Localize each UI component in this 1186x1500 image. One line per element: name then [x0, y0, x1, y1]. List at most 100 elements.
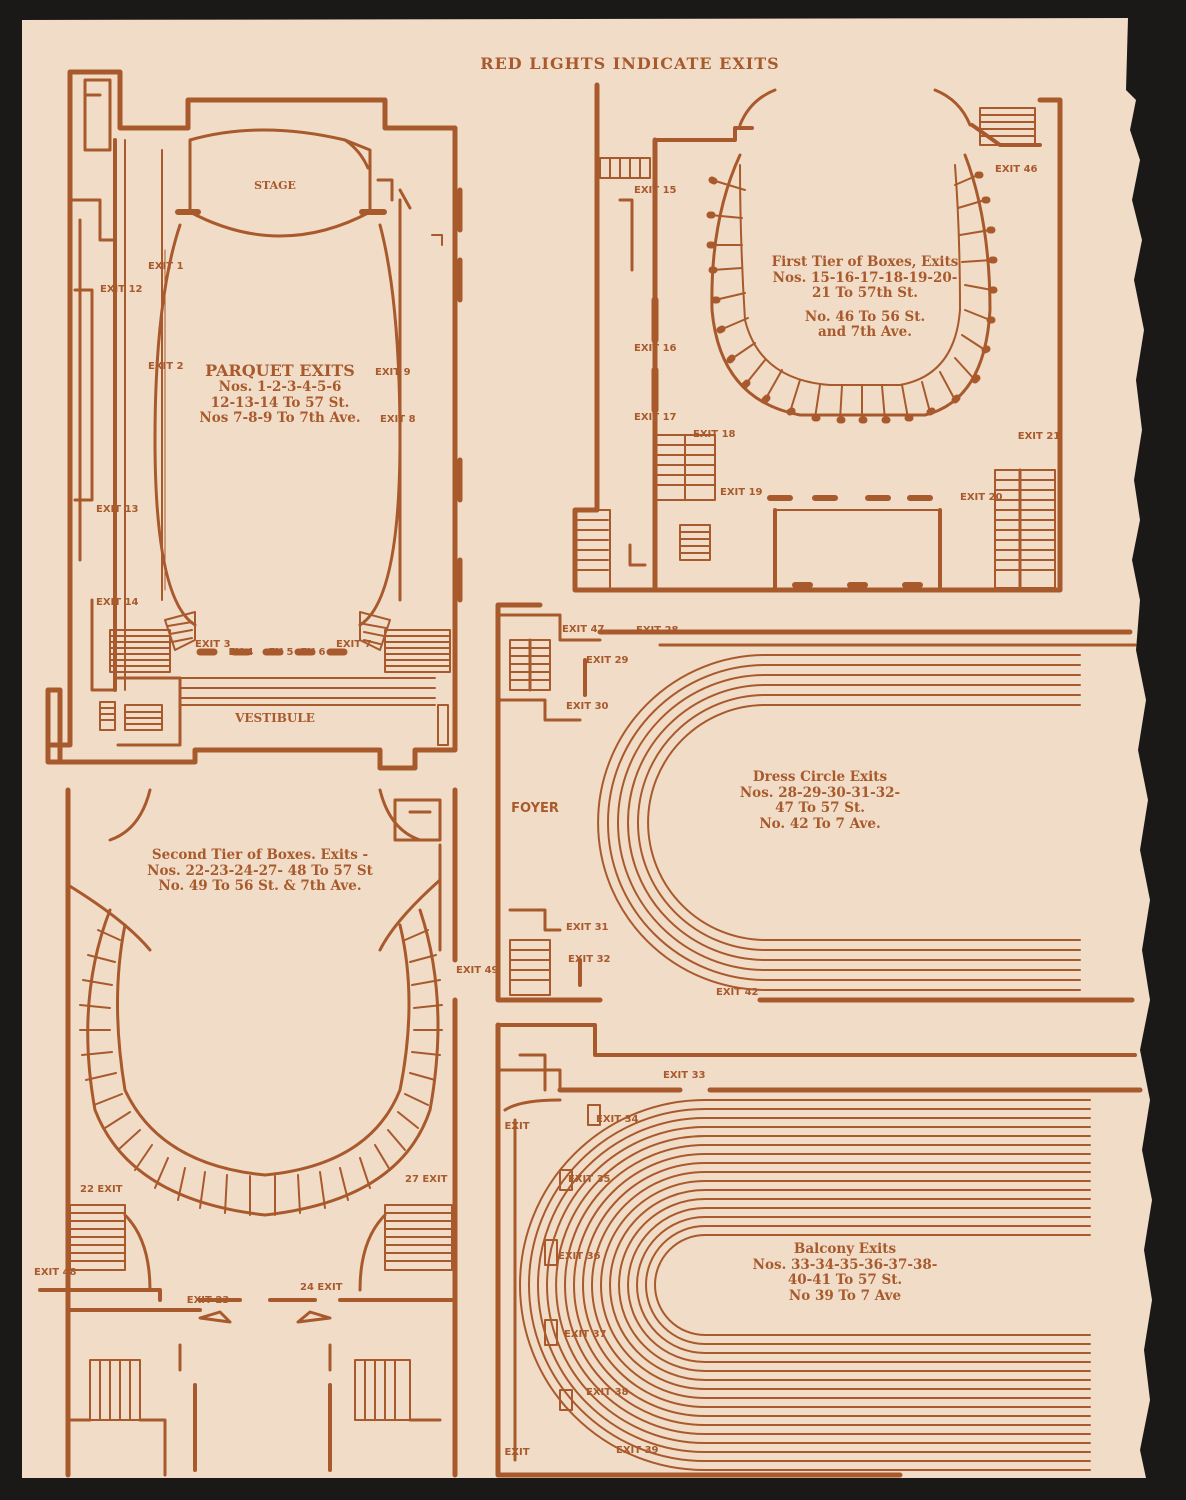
balcony-row-11	[609, 1189, 1091, 1381]
balcony-row-2	[528, 1108, 1091, 1462]
exit-17-label: EXIT 17	[634, 412, 677, 423]
exit-32-label: EXIT 32	[568, 954, 611, 965]
exit-21-label: EXIT 21	[1017, 431, 1061, 442]
exit-36-label: EXIT 36	[558, 1251, 601, 1262]
dress-circle-caption-line-3: 47 To 57 St.	[775, 800, 865, 817]
exit-16-label: EXIT 16	[634, 343, 677, 354]
balcony-row-13	[627, 1207, 1091, 1363]
balcony-caption-line-3: 40-41 To 57 St.	[787, 1272, 903, 1289]
second-tier-caption: Second Tier of Boxes. Exits - Nos. 22-23…	[120, 847, 400, 895]
page-title: RED LIGHTS INDICATE EXITS	[480, 54, 780, 73]
dress-circle-row-4	[627, 684, 1081, 961]
balcony-row-12	[618, 1198, 1091, 1372]
balcony-caption-line-1: Balcony Exits	[793, 1241, 897, 1257]
balcony-row-15	[645, 1225, 1091, 1345]
first-tier-caption-line-3: 21 To 57th St.	[812, 285, 918, 302]
first-tier-caption: First Tier of Boxes, Exits Nos. 15-16-17…	[750, 254, 980, 341]
dress-circle-row-1	[597, 654, 1081, 991]
balcony-row-5	[555, 1135, 1091, 1435]
exit-22-label: 22 EXIT	[80, 1184, 123, 1195]
exit-47-label: EXIT 47	[562, 624, 605, 635]
first-tier-caption-line-4: No. 46 To 56 St.	[804, 308, 926, 325]
foyer-label: FOYER	[511, 801, 559, 816]
parquet-plan	[45, 69, 463, 771]
exit-4-label: EX 4	[228, 647, 254, 658]
exit-5-label: EX 5	[268, 647, 294, 658]
balcony-row-9	[591, 1171, 1091, 1399]
balcony-row-3	[537, 1117, 1091, 1453]
parquet-caption-line-3: 12-13-14 To 57 St.	[210, 394, 350, 411]
dress-circle-row-2	[607, 664, 1081, 981]
balcony-row-6	[564, 1144, 1091, 1426]
exit-38-label: EXIT 38	[586, 1387, 629, 1398]
exit-13-label: EXIT 13	[96, 504, 139, 515]
exit-42-label: EXIT 42	[716, 987, 759, 998]
first-tier-caption-line-2: Nos. 15-16-17-18-19-20-	[772, 269, 958, 286]
balcony-row-4	[546, 1126, 1091, 1444]
exit-28-label: EXIT 28	[636, 625, 679, 636]
exit-8-label: EXIT 8	[380, 414, 416, 425]
dress-circle-row-5	[637, 694, 1081, 951]
exit-18-label: EXIT 18	[693, 429, 736, 440]
parquet-exits-caption: PARQUET EXITS Nos. 1-2-3-4-5-6 12-13-14 …	[170, 361, 390, 427]
exit-24-label: 24 EXIT	[300, 1282, 343, 1293]
first-tier-plan	[572, 82, 1063, 593]
balcony-rows	[519, 1099, 1091, 1471]
dress-circle-plan	[495, 602, 1137, 1003]
exit-48-label: EXIT 48	[34, 1267, 77, 1278]
exit-7-label: EXIT 7	[336, 639, 372, 650]
exit-30-label: EXIT 30	[566, 701, 609, 712]
balcony-row-8	[582, 1162, 1091, 1408]
dress-circle-rows	[597, 654, 1081, 991]
dress-circle-caption-line-1: Dress Circle Exits	[752, 769, 888, 785]
second-tier-plan	[38, 787, 458, 1478]
dress-circle-row-6	[647, 704, 1081, 941]
exit-27-label: 27 EXIT	[405, 1174, 448, 1185]
exit-35-label: EXIT 35	[568, 1174, 611, 1185]
balcony-caption: Balcony Exits Nos. 33-34-35-36-37-38- 40…	[735, 1241, 955, 1304]
exit-39-label: EXIT 39	[616, 1445, 659, 1456]
balcony-caption-line-2: Nos. 33-34-35-36-37-38-	[752, 1256, 938, 1273]
dress-circle-row-3	[617, 674, 1081, 971]
second-tier-caption-line-2: Nos. 22-23-24-27- 48 To 57 St	[147, 862, 373, 879]
exit-2-label: EXIT 2	[148, 361, 184, 372]
exit-49-label: EXIT 49	[456, 965, 499, 976]
parquet-caption-line-1: PARQUET EXITS	[205, 361, 355, 380]
balcony-row-1	[519, 1099, 1091, 1471]
exit-29-label: EXIT 29	[586, 655, 629, 666]
exit-40-label: EXIT	[504, 1121, 530, 1132]
exit-37-label: EXIT 37	[564, 1329, 607, 1340]
exit-12-label: EXIT 12	[100, 284, 143, 295]
first-tier-caption-line-5: and 7th Ave.	[818, 324, 912, 341]
exit-9-label: EXIT 9	[375, 367, 411, 378]
dress-circle-caption-line-2: Nos. 28-29-30-31-32-	[739, 784, 901, 801]
exit-23-label: EXIT 23	[186, 1295, 230, 1306]
parquet-caption-line-4: Nos 7-8-9 To 7th Ave.	[199, 410, 361, 427]
balcony-row-10	[600, 1180, 1091, 1390]
exit-46-label: EXIT 46	[995, 164, 1038, 175]
dress-circle-caption-line-4: No. 42 To 7 Ave.	[759, 815, 881, 832]
first-tier-caption-line-1: First Tier of Boxes, Exits	[771, 254, 959, 270]
second-tier-caption-line-1: Second Tier of Boxes. Exits -	[151, 847, 369, 863]
exit-14-label: EXIT 14	[96, 597, 139, 608]
balcony-row-14	[636, 1216, 1091, 1354]
balcony-row-16	[654, 1234, 1091, 1336]
balcony-plan	[495, 1022, 1143, 1478]
vestibule-label: VESTIBULE	[235, 711, 315, 725]
balcony-row-7	[573, 1153, 1091, 1417]
dress-circle-caption: Dress Circle Exits Nos. 28-29-30-31-32- …	[720, 769, 920, 832]
exit-19-label: EXIT 19	[720, 487, 763, 498]
exit-33-label: EXIT 33	[663, 1070, 706, 1081]
balcony-caption-line-4: No 39 To 7 Ave	[788, 1287, 902, 1304]
exit-34-label: EXIT 34	[596, 1114, 639, 1125]
exit-20-label: EXIT 20	[960, 492, 1003, 503]
exit-3-label: EXIT 3	[195, 639, 231, 650]
exit-41-label: EXIT	[504, 1447, 530, 1458]
exit-31-label: EXIT 31	[566, 922, 609, 933]
exit-1-label: EXIT 1	[148, 261, 184, 272]
parquet-caption-line-2: Nos. 1-2-3-4-5-6	[218, 379, 342, 396]
exit-15-label: EXIT 15	[634, 185, 677, 196]
second-tier-caption-line-3: No. 49 To 56 St. & 7th Ave.	[158, 878, 362, 895]
